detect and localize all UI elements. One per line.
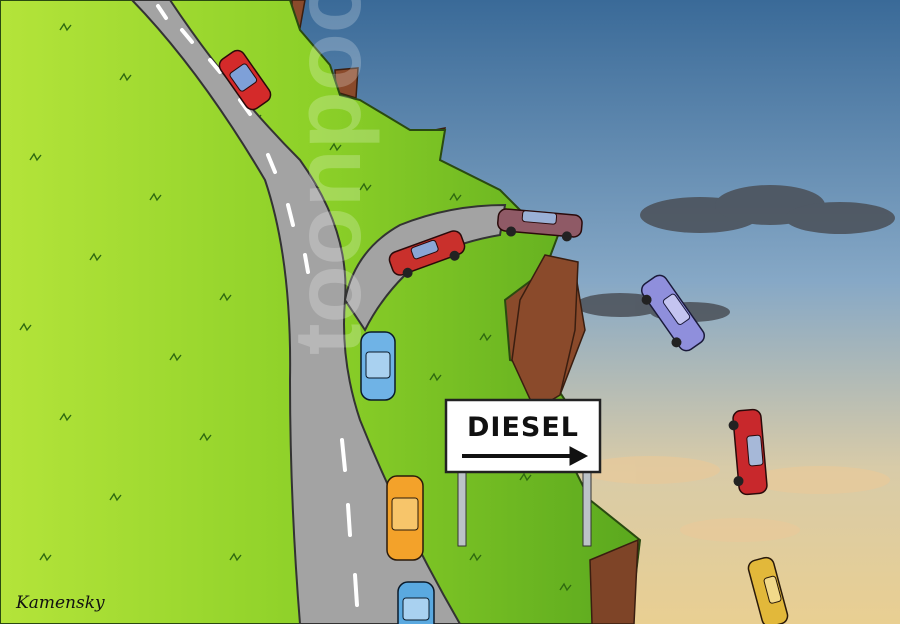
car-orange-road	[386, 475, 424, 561]
light-clouds	[580, 456, 890, 542]
watermark-text: toonpool.com	[275, 0, 381, 355]
lane-markings	[156, 4, 359, 607]
car-blue-bottom	[397, 581, 435, 624]
car-red-top	[218, 49, 272, 111]
car-maroon-edge	[497, 208, 583, 242]
car-yellow-falling	[747, 556, 789, 624]
car-red-branch	[388, 230, 466, 278]
sign-label: DIESEL	[467, 412, 579, 443]
watermark: toonpool.com	[275, 0, 381, 355]
car-purple-falling	[640, 274, 706, 352]
right-arrow-icon	[462, 446, 589, 466]
diesel-sign: DIESEL	[444, 398, 602, 474]
main-road	[130, 0, 462, 624]
artist-signature: Kamensky	[15, 593, 105, 613]
car-red-falling	[728, 408, 768, 496]
car-blue-road	[360, 331, 396, 401]
cliff-bottom-rock	[589, 538, 639, 624]
